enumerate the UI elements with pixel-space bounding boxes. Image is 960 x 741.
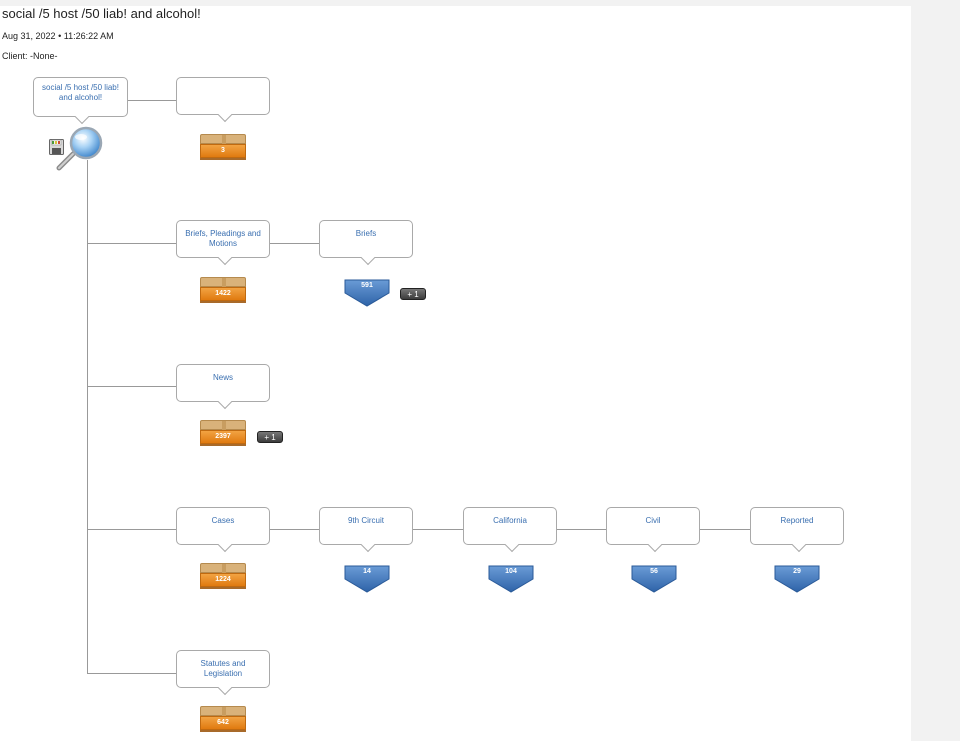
result-count: 104 — [505, 568, 517, 575]
results-chevron[interactable]: 591 — [344, 279, 390, 307]
connector-line — [413, 529, 463, 530]
box-lid — [200, 706, 246, 716]
more-results-button[interactable]: + 1 — [400, 288, 426, 300]
more-results-button[interactable]: + 1 — [257, 431, 283, 443]
result-count: 2397 — [200, 430, 246, 444]
box-base — [200, 301, 246, 303]
result-count: 642 — [200, 716, 246, 730]
category-bubble[interactable]: News — [176, 364, 270, 402]
magnifier-icon[interactable] — [55, 126, 105, 172]
connector-line — [87, 529, 177, 530]
results-box[interactable]: 3 — [200, 134, 246, 160]
chevron-shape — [344, 565, 390, 593]
connector-line — [87, 243, 177, 244]
chevron-shape — [344, 279, 390, 307]
category-bubble[interactable] — [176, 77, 270, 115]
box-base — [200, 730, 246, 732]
chevron-shape — [774, 565, 820, 593]
box-lid — [200, 420, 246, 430]
connector-line — [87, 673, 177, 674]
connector-line — [270, 243, 320, 244]
chevron-shape — [488, 565, 534, 593]
result-count: 3 — [200, 144, 246, 158]
box-base — [200, 158, 246, 160]
results-map-page — [0, 6, 911, 741]
box-lid — [200, 277, 246, 287]
results-chevron[interactable]: 29 — [774, 565, 820, 593]
connector-trunk — [87, 160, 88, 674]
results-box[interactable]: 642 — [200, 706, 246, 732]
subcategory-bubble[interactable]: 9th Circuit — [319, 507, 413, 545]
box-base — [200, 444, 246, 446]
result-count: 1422 — [200, 287, 246, 301]
date-separator: • — [58, 31, 62, 41]
connector-line — [557, 529, 607, 530]
box-lid — [200, 563, 246, 573]
result-count: 14 — [363, 568, 371, 575]
results-box[interactable]: 1422 — [200, 277, 246, 303]
results-box[interactable]: 1224 — [200, 563, 246, 589]
subcategory-bubble[interactable]: Civil — [606, 507, 700, 545]
client-label: Client: -None- — [2, 51, 58, 61]
connector-line — [700, 529, 750, 530]
subcategory-bubble[interactable]: California — [463, 507, 557, 545]
subcategory-bubble[interactable]: Briefs — [319, 220, 413, 258]
result-count: 29 — [793, 568, 801, 575]
result-count: 1224 — [200, 573, 246, 587]
result-count: 591 — [361, 282, 373, 289]
connector-line — [270, 529, 320, 530]
results-box[interactable]: 2397 — [200, 420, 246, 446]
page-title: social /5 host /50 liab! and alcohol! — [2, 6, 201, 21]
results-chevron[interactable]: 104 — [488, 565, 534, 593]
results-chevron[interactable]: 14 — [344, 565, 390, 593]
root-query-bubble[interactable]: social /5 host /50 liab! and alcohol! — [33, 77, 128, 117]
category-bubble[interactable]: Statutes and Legislation — [176, 650, 270, 688]
connector-line — [87, 386, 177, 387]
category-bubble[interactable]: Cases — [176, 507, 270, 545]
date-text: Aug 31, 2022 — [2, 31, 56, 41]
time-text: 11:26:22 AM — [63, 31, 114, 41]
box-base — [200, 587, 246, 589]
save-disk-icon[interactable] — [49, 139, 64, 155]
chevron-shape — [631, 565, 677, 593]
box-lid — [200, 134, 246, 144]
category-bubble[interactable]: Briefs, Pleadings and Motions — [176, 220, 270, 258]
timestamp: Aug 31, 2022 • 11:26:22 AM — [2, 31, 114, 41]
results-chevron[interactable]: 56 — [631, 565, 677, 593]
connector-line — [128, 100, 177, 101]
result-count: 56 — [650, 568, 658, 575]
subcategory-bubble[interactable]: Reported — [750, 507, 844, 545]
